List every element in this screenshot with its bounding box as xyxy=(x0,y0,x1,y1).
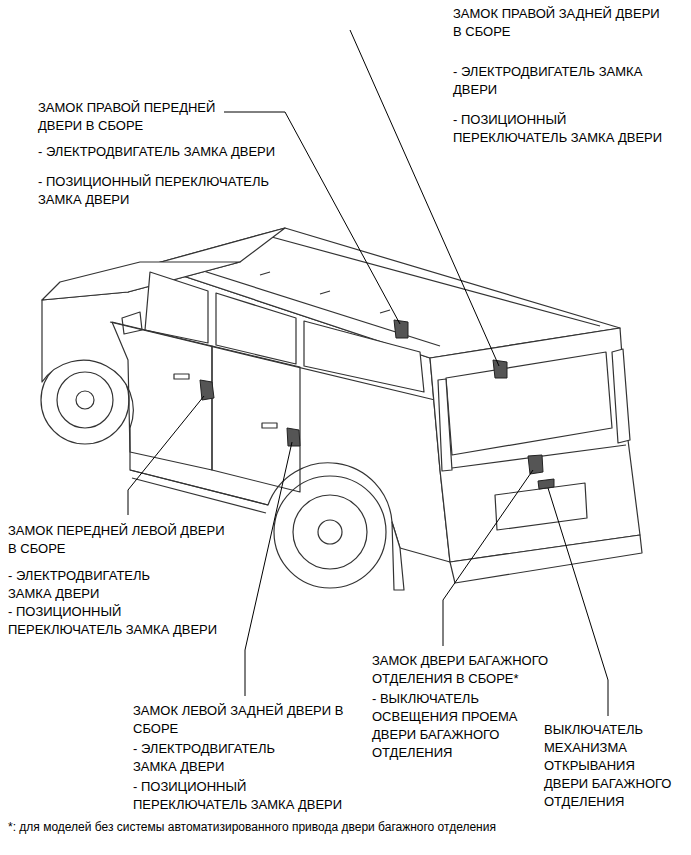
front-door-handle xyxy=(174,374,189,379)
roof-rail xyxy=(268,236,600,326)
callout-label: - ЭЛЕКТРОДВИГАТЕЛЬ ЗАМКА ДВЕРИ xyxy=(453,63,669,99)
leader-line xyxy=(224,112,400,324)
quarter-window xyxy=(304,321,424,392)
callout-label: ЗАМОК ЛЕВОЙ ЗАДНЕЙ ДВЕРИ В СБОРЕ xyxy=(133,702,349,738)
lock-symbol xyxy=(200,380,214,400)
license-plate xyxy=(495,483,587,530)
rear-wheel xyxy=(274,476,386,588)
callout-label: ВЫКЛЮЧАТЕЛЬ МЕХАНИЗМА ОТКРЫВАНИЯ ДВЕРИ Б… xyxy=(544,721,678,811)
rear-wheel-rim xyxy=(293,495,367,569)
rear-door-window xyxy=(216,293,296,364)
rear-door xyxy=(212,346,300,492)
leader-line xyxy=(443,470,533,646)
callout-label: - ПОЗИЦИОННЫЙ ПЕРЕКЛЮЧАТЕЛЬ ЗАМКА ДВЕРИ xyxy=(38,173,278,209)
lock-parts xyxy=(200,320,554,489)
footnote: *: для моделей без системы автоматизиров… xyxy=(8,818,496,836)
leader-line xyxy=(548,488,608,716)
mud-flap xyxy=(392,522,404,590)
leader-line xyxy=(350,30,499,366)
side-step xyxy=(132,478,266,513)
callout-label: - ПОЗИЦИОННЫЙ ПЕРЕКЛЮЧАТЕЛЬ ЗАМКА ДВЕРИ xyxy=(8,603,226,639)
callout-label: ЗАМОК ПРАВОЙ ПЕРЕДНЕЙ ДВЕРИ В СБОРЕ xyxy=(38,99,223,135)
rear-window xyxy=(446,352,612,455)
front-wheel-hub xyxy=(76,391,94,409)
callout-label: - ЭЛЕКТРОДВИГАТЕЛЬ ЗАМКА ДВЕРИ xyxy=(8,567,168,603)
callout-label: ЗАМОК ПРАВОЙ ЗАДНЕЙ ДВЕРИ В СБОРЕ xyxy=(453,5,669,41)
callout-label: - ЭЛЕКТРОДВИГАТЕЛЬ ЗАМКА ДВЕРИ xyxy=(38,143,286,161)
rear-bumper xyxy=(450,535,642,583)
callout-label: ЗАМОК ДВЕРИ БАГАЖНОГО ОТДЕЛЕНИЯ В СБОРЕ* xyxy=(372,652,557,688)
callout-label: - ПОЗИЦИОННЫЙ ПЕРЕКЛЮЧАТЕЛЬ ЗАМКА ДВЕРИ xyxy=(453,111,669,147)
leader-line xyxy=(128,396,204,515)
belt-line xyxy=(110,322,435,400)
front-wheel-rim xyxy=(57,372,113,428)
callout-label: ЗАМОК ПЕРЕДНЕЙ ЛЕВОЙ ДВЕРИ В СБОРЕ xyxy=(8,522,232,558)
rear-face xyxy=(430,328,640,562)
tail-light xyxy=(612,349,630,443)
lock-symbol xyxy=(287,428,300,446)
hood xyxy=(42,262,240,300)
switch-symbol xyxy=(538,479,554,489)
callout-label: - ЭЛЕКТРОДВИГАТЕЛЬ ЗАМКА ДВЕРИ xyxy=(133,740,293,776)
lock-symbol xyxy=(528,455,543,474)
rear-wheel-hub xyxy=(318,520,342,544)
side-mirror xyxy=(122,312,142,334)
callout-label: - ВЫКЛЮЧАТЕЛЬ ОСВЕЩЕНИЯ ПРОЕМА ДВЕРИ БАГ… xyxy=(372,690,524,762)
side-step xyxy=(130,470,268,505)
callout-label: - ПОЗИЦИОННЫЙ ПЕРЕКЛЮЧАТЕЛЬ ЗАМКА ДВЕРИ xyxy=(133,778,351,814)
lock-symbol xyxy=(493,360,507,378)
lock-symbol xyxy=(394,320,408,338)
rear-door-handle xyxy=(262,423,277,428)
leader-line xyxy=(245,442,292,696)
tail-light xyxy=(438,379,452,471)
